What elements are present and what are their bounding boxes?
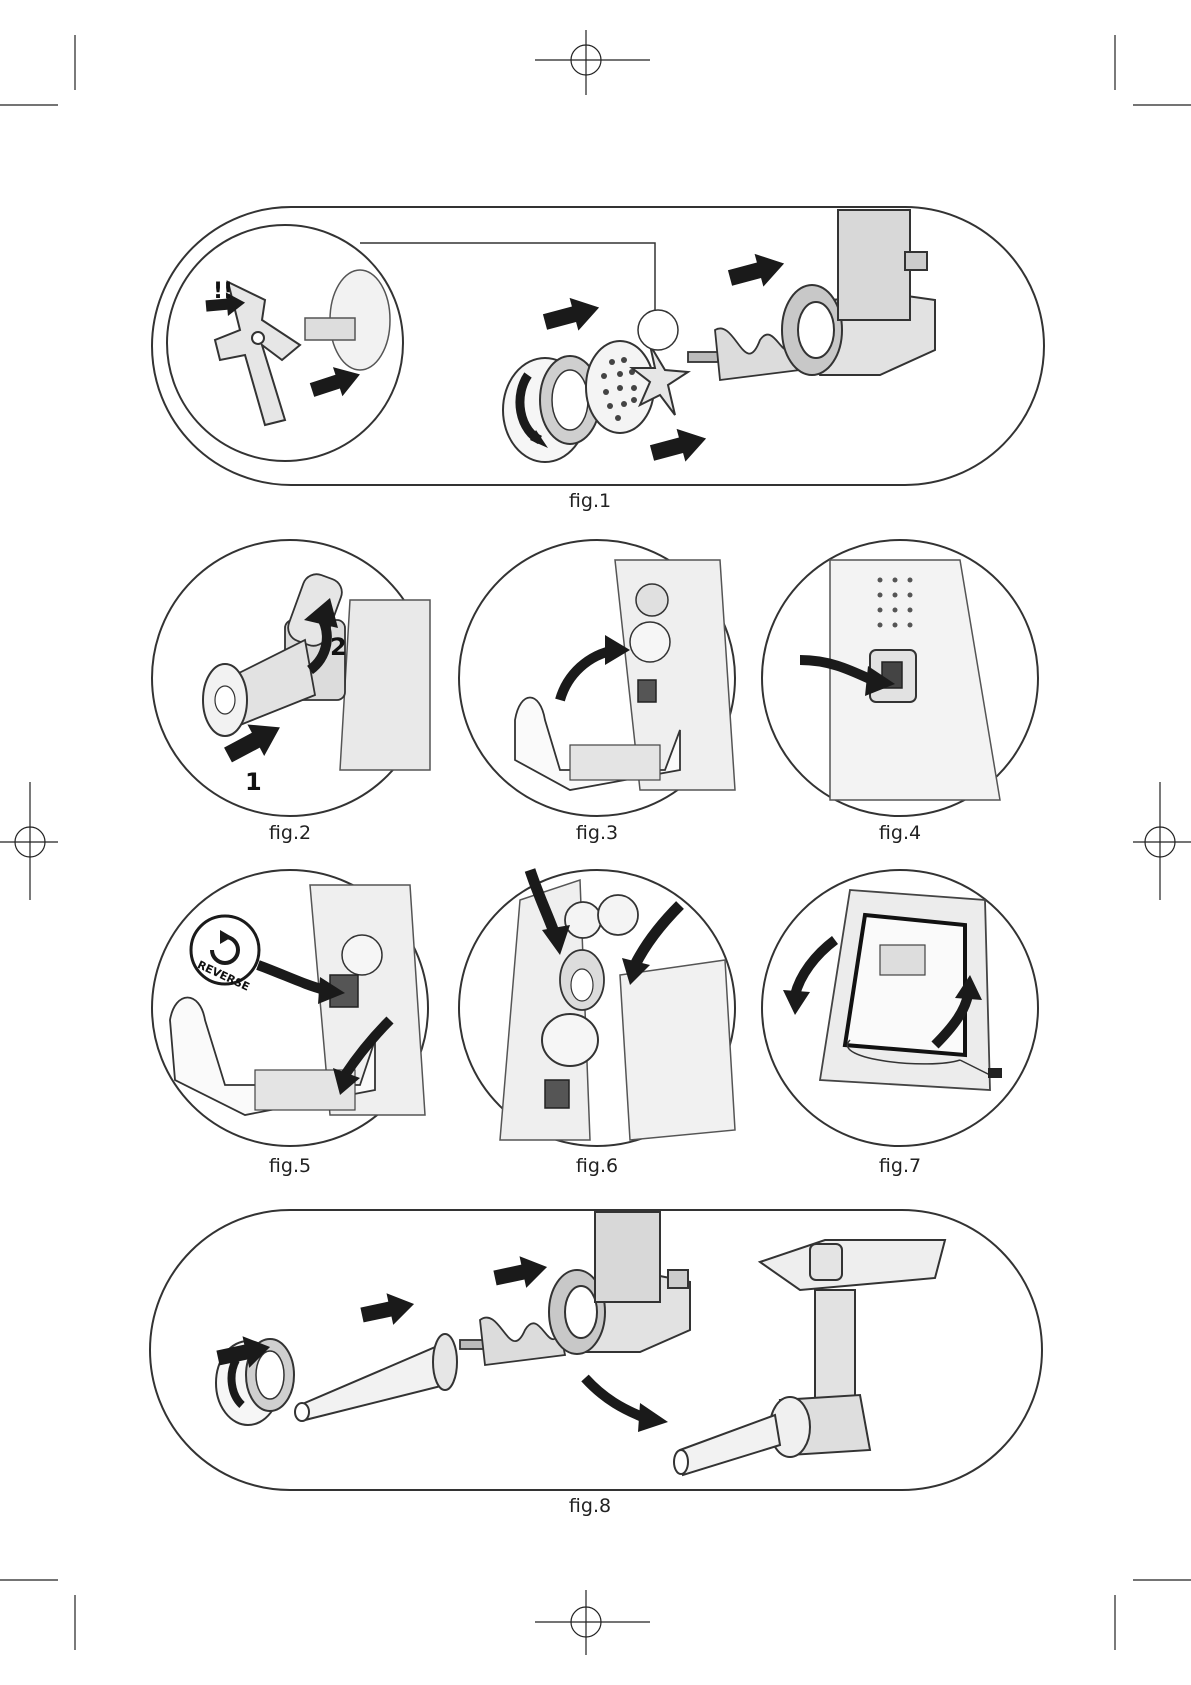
figure-1-assembly xyxy=(152,207,1044,485)
fig1-caption: fig.1 xyxy=(520,490,660,512)
registration-mark-bottom xyxy=(535,1590,650,1655)
fig8-sausage-nozzle xyxy=(295,1334,457,1421)
fig2-caption: fig.2 xyxy=(220,822,360,844)
figure-8-sausage-attachment xyxy=(150,1210,1042,1490)
figure-3-tray xyxy=(459,540,735,816)
fig4-caption: fig.4 xyxy=(830,822,970,844)
fig1-warning-mark: !! xyxy=(213,279,233,304)
fig5-caption: fig.5 xyxy=(220,1155,360,1177)
fig8-grinder-head xyxy=(549,1212,690,1354)
registration-mark-right xyxy=(1133,782,1191,900)
fig3-caption: fig.3 xyxy=(527,822,667,844)
fig2-step-2: 2 xyxy=(330,633,347,661)
grinder-head xyxy=(782,210,935,375)
locking-ring xyxy=(503,356,600,462)
fig2-step-1: 1 xyxy=(245,768,262,796)
registration-mark-top xyxy=(535,30,650,95)
figure-4-power-switch xyxy=(762,540,1038,816)
fig7-caption: fig.7 xyxy=(830,1155,970,1177)
fig8-assembled-grinder xyxy=(674,1240,945,1475)
figure-7-cord-storage xyxy=(762,870,1038,1146)
figure-5-reverse xyxy=(152,870,428,1146)
figure-6-storage xyxy=(459,870,735,1146)
registration-mark-left xyxy=(0,782,58,900)
cutting-disc xyxy=(586,341,654,433)
fig8-caption: fig.8 xyxy=(520,1495,660,1517)
fig6-caption: fig.6 xyxy=(527,1155,667,1177)
figure-2-attach-head xyxy=(152,540,430,816)
